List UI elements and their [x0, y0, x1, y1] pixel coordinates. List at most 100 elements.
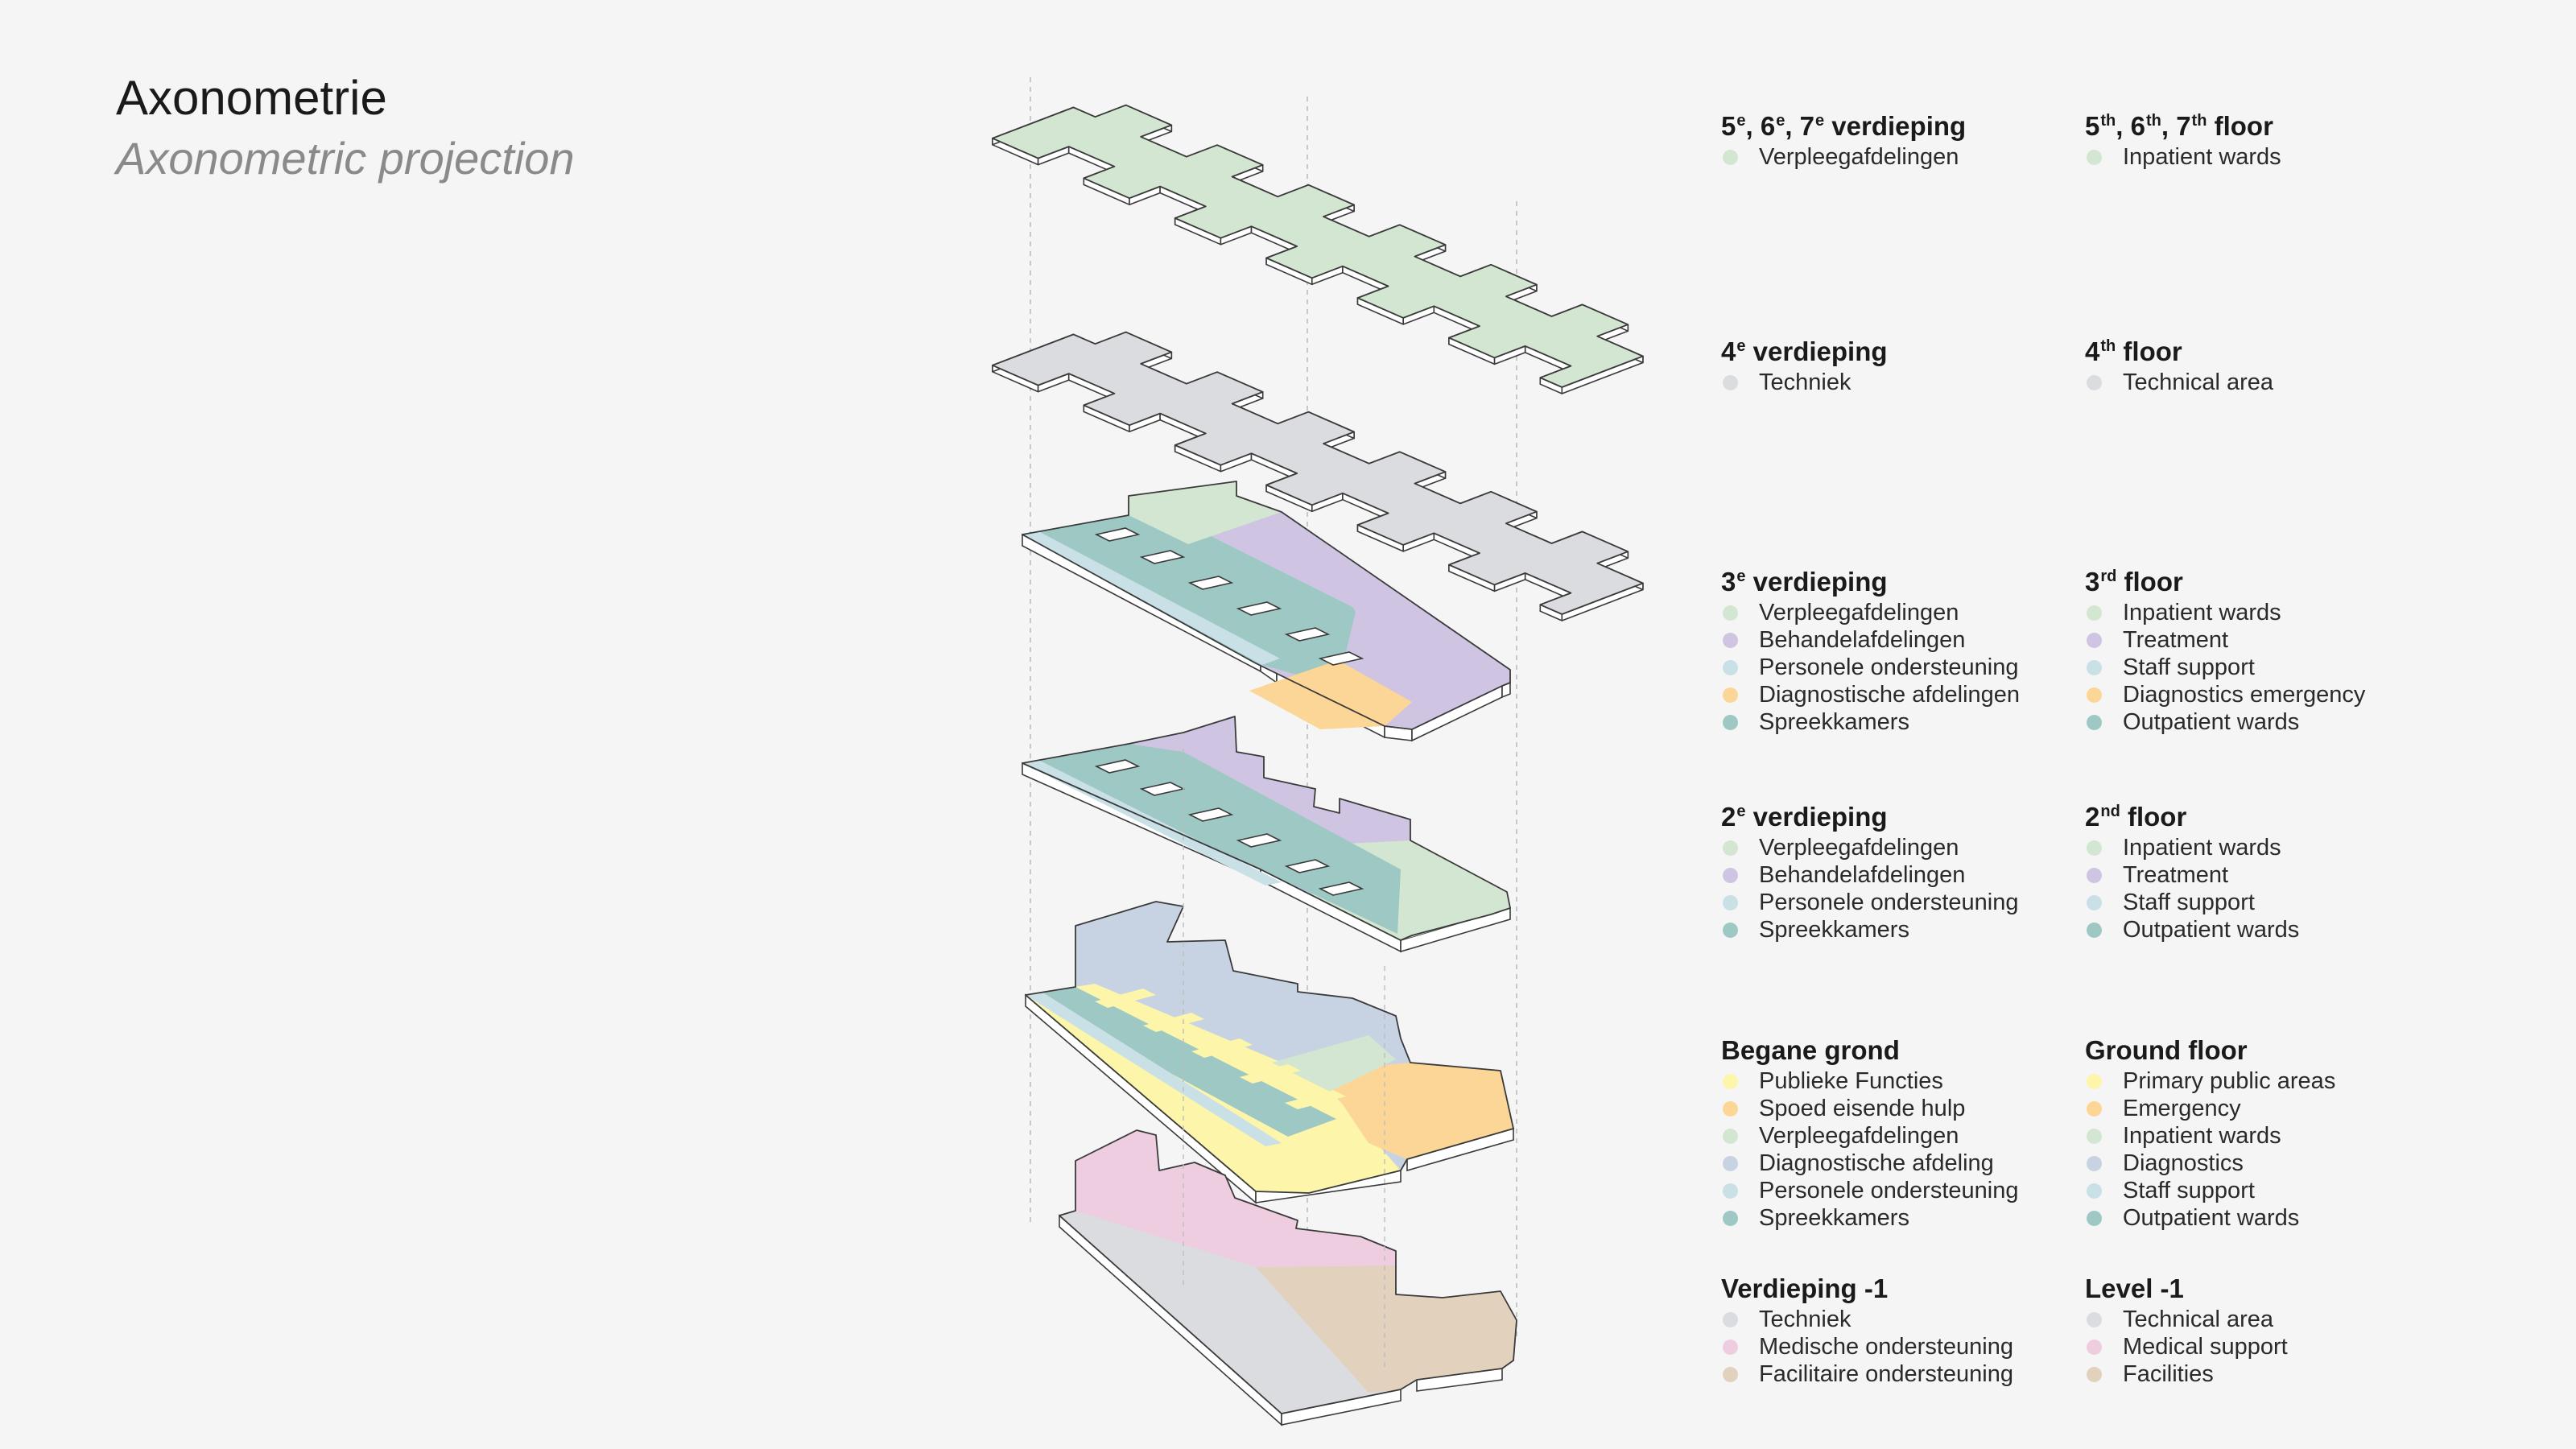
legend-item-label: Verpleegafdelingen — [1759, 144, 1959, 170]
legend-item-label: Staff support — [2123, 1178, 2255, 1203]
legend-swatch-dot — [2087, 605, 2102, 621]
legend-item-label: Personele ondersteuning — [1759, 654, 2019, 680]
legend-swatch-dot — [1723, 632, 1738, 648]
legend-title-suffix: floor — [2207, 111, 2273, 141]
legend-item: Diagnostische afdeling — [1721, 1150, 2075, 1177]
legend-items: Technical area — [2085, 369, 2439, 396]
legend-swatch-dot — [1723, 659, 1738, 675]
legend-item: Staff support — [2085, 1177, 2439, 1204]
legend-item-label: Outpatient wards — [2123, 917, 2300, 943]
ordinal-suffix: th — [2145, 112, 2161, 130]
legend-item: Emergency — [2085, 1095, 2439, 1122]
floor-number: 2 — [1721, 802, 1736, 832]
legend-item-label: Diagnostics — [2123, 1150, 2244, 1176]
legend-swatch-dot — [1723, 894, 1738, 910]
legend-swatch-dot — [1723, 1073, 1738, 1089]
legend-item: Inpatient wards — [2085, 834, 2439, 861]
legend-swatch-dot — [1723, 149, 1738, 165]
legend-item: Diagnostische afdelingen — [1721, 681, 2075, 708]
courtyard-void — [1236, 601, 1282, 616]
floor-3-slab — [1022, 481, 1511, 742]
legend-title: 4th floor — [2085, 335, 2439, 369]
legend-item-label: Medical support — [2123, 1334, 2288, 1360]
floor-number: 7 — [2176, 111, 2191, 141]
legend-title-suffix: verdieping — [1745, 802, 1888, 832]
legend-title: Level -1 — [2085, 1272, 2439, 1306]
legend-item: Verpleegafdelingen — [1721, 834, 2075, 861]
legend-swatch-dot — [2087, 687, 2102, 703]
legend-swatch-dot — [2087, 1366, 2102, 1382]
legend-swatch-dot — [2087, 632, 2102, 648]
legend-title: 4e verdieping — [1721, 335, 2075, 369]
legend-item-label: Inpatient wards — [2123, 1123, 2281, 1149]
legend-swatch-dot — [2087, 1183, 2102, 1199]
legend-swatch-dot — [1723, 374, 1738, 390]
courtyard-notch — [1240, 1064, 1301, 1084]
courtyard-notch — [1095, 989, 1156, 1008]
legend-item: Medical support — [2085, 1333, 2439, 1360]
legend-title-text: Verdieping -1 — [1721, 1274, 1889, 1303]
legend-item: Inpatient wards — [2085, 143, 2439, 171]
legend-item-label: Inpatient wards — [2123, 835, 2281, 861]
legend-item-label: Medische ondersteuning — [1759, 1334, 2013, 1360]
legend-swatch-dot — [1723, 1366, 1738, 1382]
legend-swatch-dot — [1723, 605, 1738, 621]
legend-item: Publieke Functies — [1721, 1067, 2075, 1095]
legend-item: Staff support — [2085, 889, 2439, 916]
floor-number: 3 — [1721, 567, 1736, 597]
page-title: Axonometrie — [116, 71, 387, 125]
legend-item-label: Inpatient wards — [2123, 144, 2281, 170]
floor-number: 5 — [2085, 111, 2100, 141]
legend-swatch-dot — [2087, 1100, 2102, 1117]
legend-title-text: Begane grond — [1721, 1035, 1900, 1065]
legend-swatch-dot — [1723, 1100, 1738, 1117]
legend-title: Begane grond — [1721, 1034, 2075, 1067]
floor-4-slab — [992, 331, 1644, 621]
legend-item: Spreekkamers — [1721, 916, 2075, 943]
legend-swatch-dot — [2087, 894, 2102, 910]
legend-item: Diagnostics emergency — [2085, 681, 2439, 708]
legend-swatch-dot — [2087, 374, 2102, 390]
legend-swatch-dot — [2087, 1339, 2102, 1355]
legend-swatch-dot — [1723, 1155, 1738, 1171]
courtyard-void — [1187, 807, 1234, 822]
legend-item: Outpatient wards — [2085, 1204, 2439, 1232]
legend-item: Verpleegafdelingen — [1721, 143, 2075, 171]
legend-item: Behandelafdelingen — [1721, 861, 2075, 889]
legend-swatch-dot — [2087, 714, 2102, 730]
legend-item: Verpleegafdelingen — [1721, 1122, 2075, 1150]
legend-title: Ground floor — [2085, 1034, 2439, 1067]
legend-item-label: Behandelafdelingen — [1759, 627, 1966, 653]
legend-item-label: Spreekkamers — [1759, 917, 1909, 943]
legend-title-suffix: floor — [2116, 567, 2183, 597]
legend-item-label: Verpleegafdelingen — [1759, 835, 1959, 861]
legend-item: Techniek — [1721, 369, 2075, 396]
legend-title: 3e verdieping — [1721, 565, 2075, 599]
title-block: Axonometrie Axonometric projection — [116, 68, 575, 188]
legend-item: Medische ondersteuning — [1721, 1333, 2075, 1360]
legend-item: Facilities — [2085, 1360, 2439, 1388]
legend-item: Inpatient wards — [2085, 1122, 2439, 1150]
floor-number: 4 — [1721, 336, 1736, 366]
legend-item: Spreekkamers — [1721, 1204, 2075, 1232]
courtyard-notch — [1143, 1013, 1204, 1032]
legend-item: Techniek — [1721, 1306, 2075, 1333]
legend-item: Personele ondersteuning — [1721, 1177, 2075, 1204]
legend-item: Personele ondersteuning — [1721, 654, 2075, 681]
legend-item-label: Spoed eisende hulp — [1759, 1096, 1966, 1121]
legend-item: Personele ondersteuning — [1721, 889, 2075, 916]
legend-item: Technical area — [2085, 1306, 2439, 1333]
legend-swatch-dot — [2087, 659, 2102, 675]
legend-item: Verpleegafdelingen — [1721, 599, 2075, 626]
